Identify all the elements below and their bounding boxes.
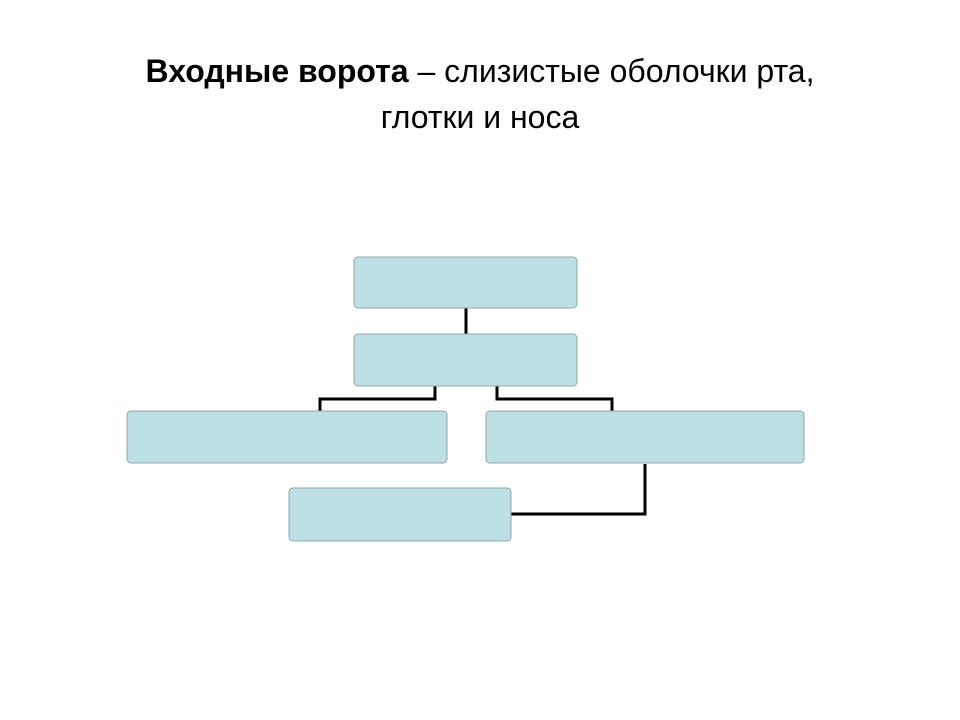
diagram-node-right xyxy=(485,410,805,464)
title-bold-part: Входные ворота xyxy=(145,53,409,89)
connector-right-to-bottom xyxy=(510,464,647,516)
title-second-line: глотки и носа xyxy=(380,99,580,135)
diagram-node-left xyxy=(126,410,448,464)
diagram-node-bottom xyxy=(288,487,512,542)
connector-middle-to-right xyxy=(495,386,614,411)
diagram-node-top xyxy=(353,256,578,309)
connector-middle-to-left xyxy=(318,386,437,411)
title-regular-part: – слизистые оболочки рта, xyxy=(408,53,815,89)
diagram-node-middle xyxy=(353,333,578,387)
slide-title: Входные ворота – слизистые оболочки рта,… xyxy=(40,48,920,140)
